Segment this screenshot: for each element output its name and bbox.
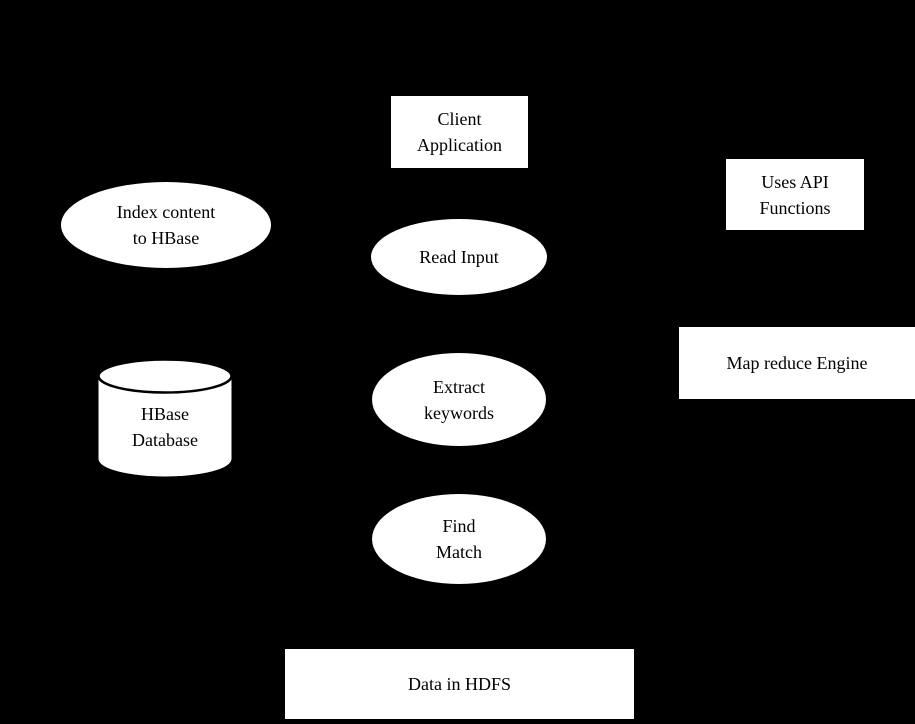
node-index-content-to-hbase: Index content to HBase <box>61 182 271 268</box>
node-client-application-label: Client Application <box>417 109 502 155</box>
node-client-application: Client Application <box>391 96 528 168</box>
node-find-match-label: Find Match <box>436 516 482 562</box>
node-read-input: Read Input <box>371 219 547 295</box>
node-map-reduce-engine: Map reduce Engine <box>679 327 915 399</box>
node-data-in-hdfs-label: Data in HDFS <box>408 674 511 694</box>
node-uses-api-functions-label: Uses API Functions <box>759 171 831 218</box>
node-map-reduce-engine-label: Map reduce Engine <box>726 353 868 373</box>
node-uses-api-functions: Uses API Functions <box>726 159 864 230</box>
node-extract-keywords-label: Extract keywords <box>424 376 494 423</box>
node-hbase-database: HBase Database <box>97 358 233 477</box>
database-cylinder-icon <box>97 358 233 477</box>
node-extract-keywords: Extract keywords <box>372 353 546 446</box>
node-index-content-to-hbase-label: Index content to HBase <box>116 202 216 248</box>
node-hbase-database-label: HBase Database <box>132 403 198 450</box>
node-data-in-hdfs: Data in HDFS <box>285 649 634 719</box>
node-find-match: Find Match <box>372 494 546 584</box>
node-read-input-label: Read Input <box>419 247 499 267</box>
